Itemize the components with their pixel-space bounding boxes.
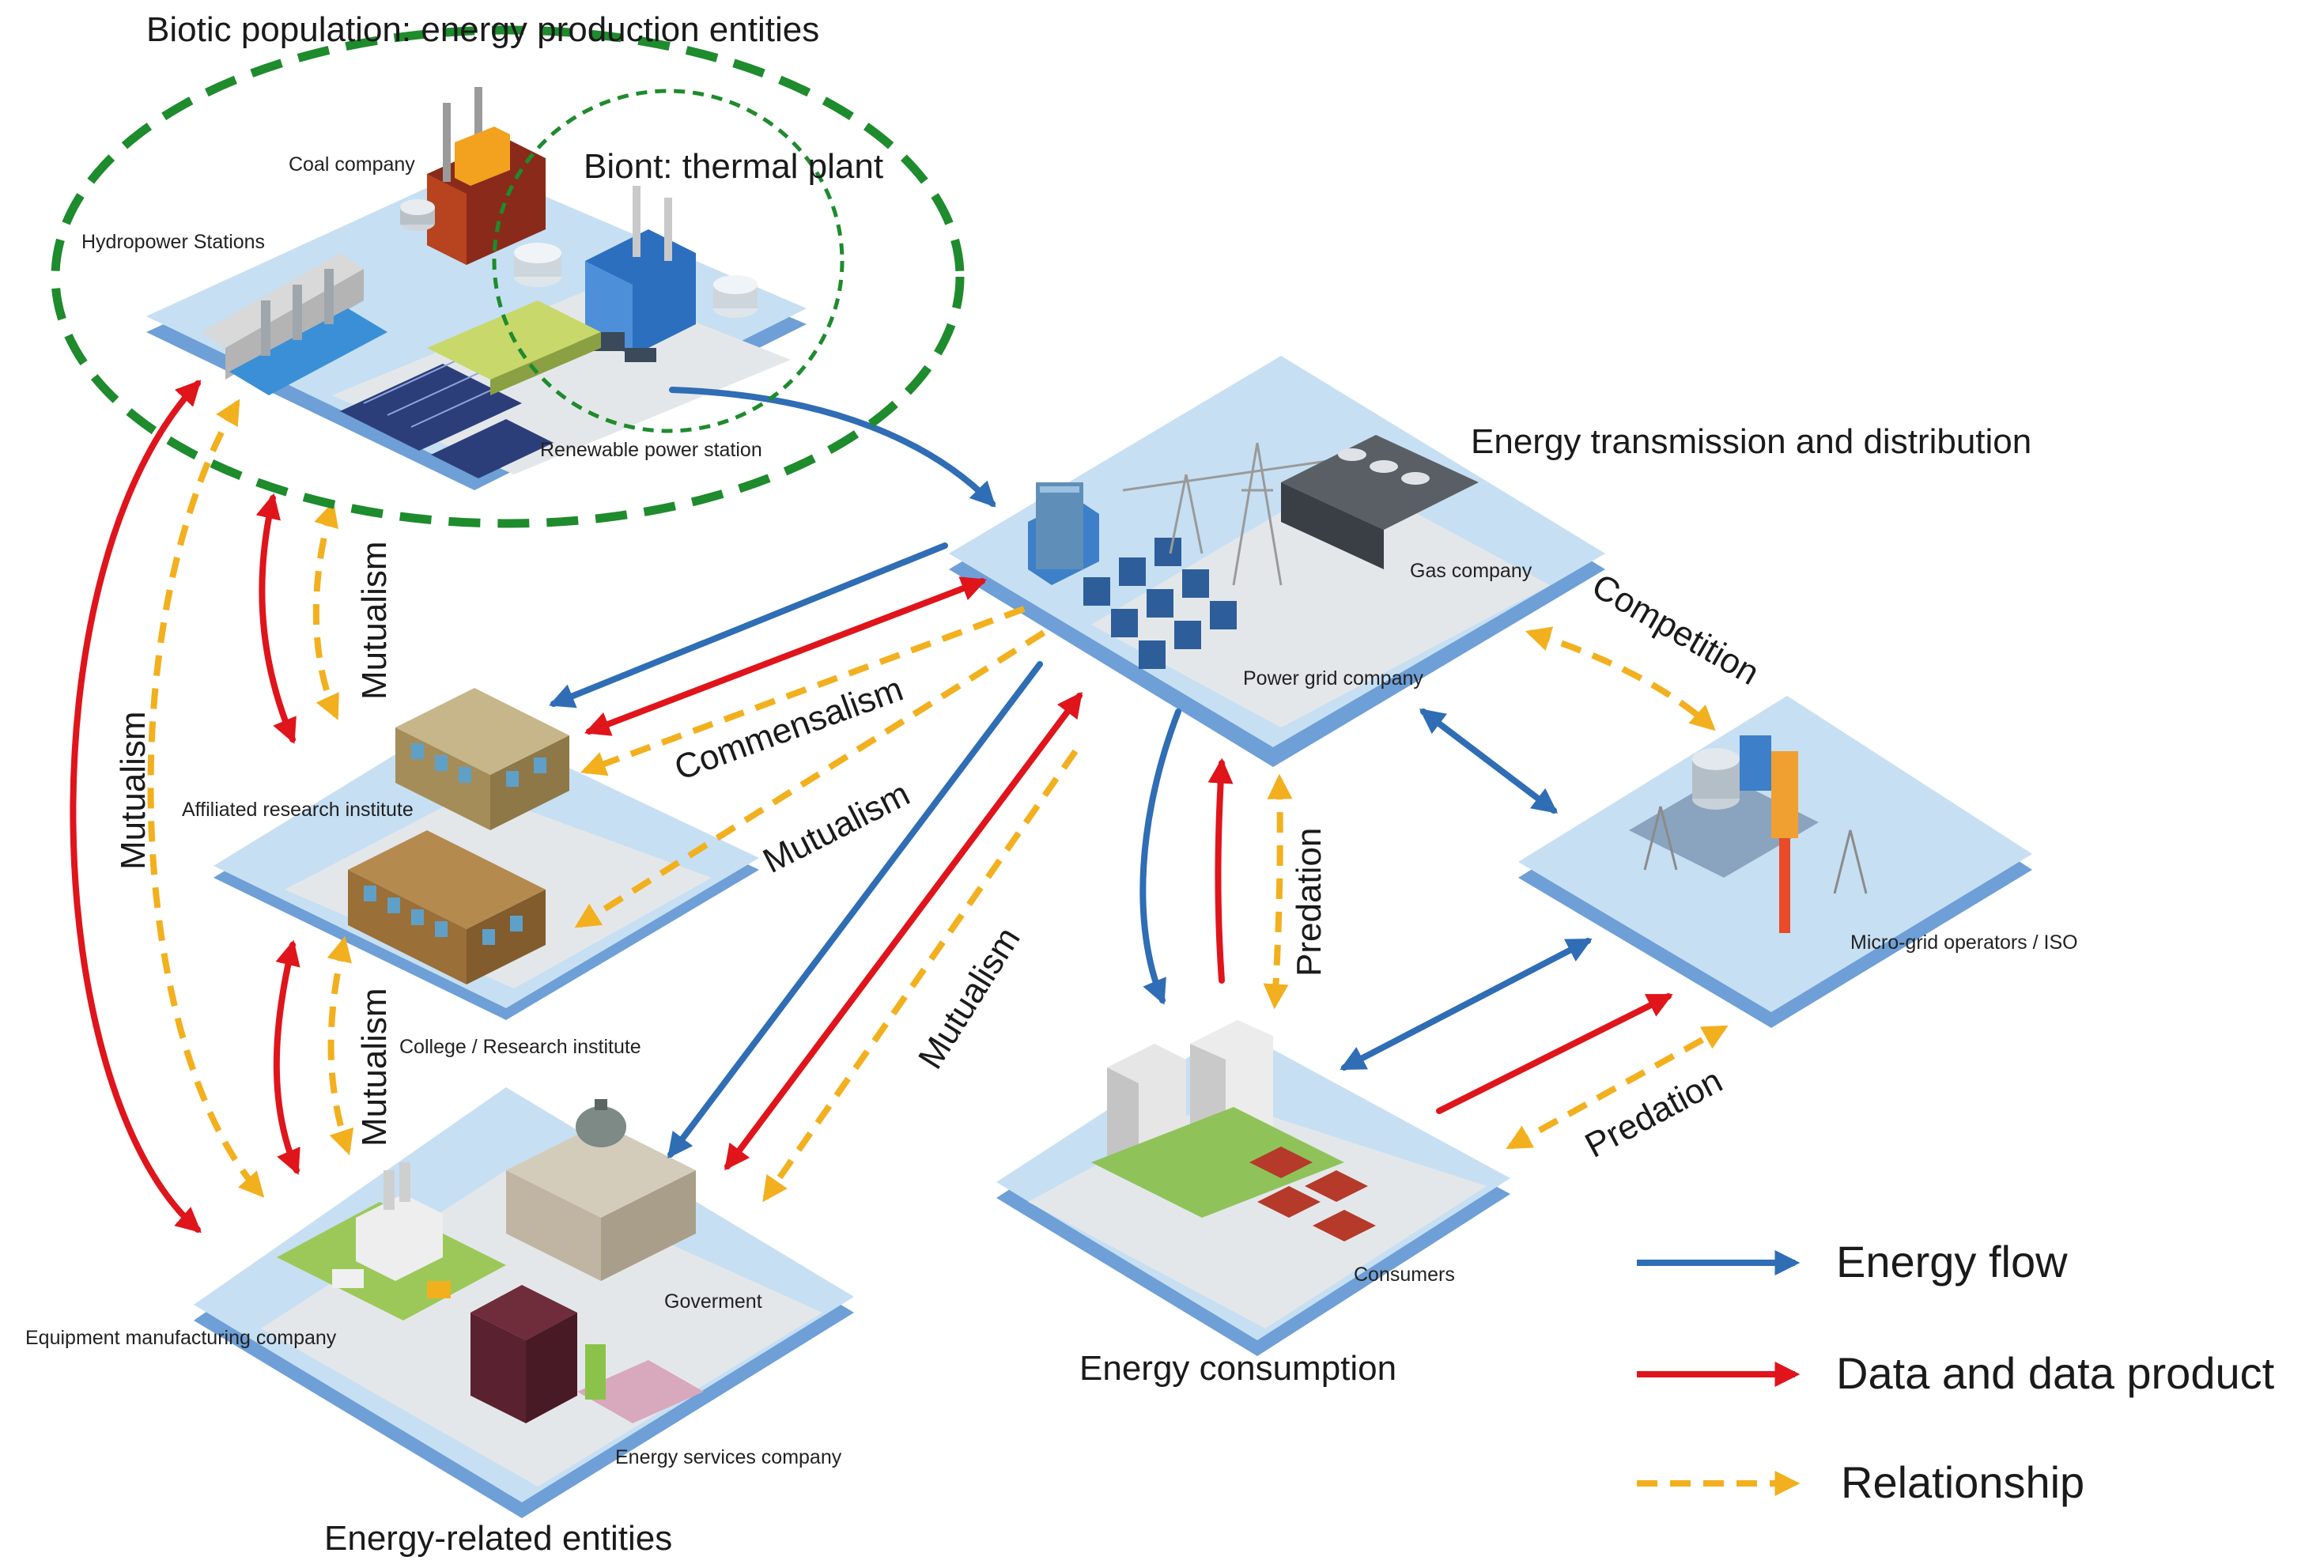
label-energy-services: Energy services company: [615, 1446, 842, 1468]
legend: Energy flow Data and data product Relati…: [1637, 1237, 2275, 1507]
energy-flow-grid-microgrid: [1419, 708, 1559, 814]
label-predation-diagonal: Predation: [1579, 1061, 1729, 1166]
label-mutualism-lower: Mutualism: [355, 988, 394, 1147]
title-biotic-population: Biotic population: energy production ent…: [146, 10, 819, 49]
hydropower-illustration: [202, 253, 387, 395]
label-affiliated-research: Affiliated research institute: [182, 799, 414, 821]
label-renewable: Renewable power station: [540, 439, 762, 461]
government-illustration: [506, 1099, 696, 1281]
coal-company-illustration: [400, 87, 546, 265]
data-research-related: [273, 939, 300, 1175]
biont-boundary: [492, 89, 845, 433]
title-related: Energy-related entities: [324, 1519, 672, 1558]
biotic-population-boundary: [51, 25, 965, 528]
data-related-to-grid: [724, 691, 1083, 1171]
label-coal-company: Coal company: [289, 153, 415, 176]
affiliated-research-illustration: [395, 688, 569, 830]
power-grid-illustration: [1028, 435, 1479, 669]
data-consumers-to-microgrid: [1436, 993, 1673, 1114]
energy-flow-consumers-microgrid: [1340, 938, 1593, 1071]
label-mutualism-left: Mutualism: [114, 712, 153, 871]
label-predation-vertical: Predation: [1290, 828, 1328, 977]
label-microgrid: Micro-grid operators / ISO: [1850, 931, 2078, 954]
legend-energy-flow-label: Energy flow: [1836, 1237, 2068, 1287]
energy-services-illustration: [470, 1285, 704, 1423]
title-consumption: Energy consumption: [1079, 1349, 1396, 1388]
data-production-research: [255, 493, 297, 744]
legend-relationship-label: Relationship: [1841, 1457, 2084, 1507]
college-illustration: [348, 830, 546, 984]
label-competition: Competition: [1585, 566, 1766, 693]
data-research-to-grid: [584, 576, 987, 736]
label-gas-company: Gas company: [1410, 560, 1532, 582]
rel-grid-related: [762, 749, 1079, 1203]
rel-production-research: [312, 501, 339, 720]
legend-data-label: Data and data product: [1836, 1348, 2275, 1398]
rel-grid-consumers: [1263, 773, 1293, 1010]
label-mutualism-related-grid: Mutualism: [911, 920, 1028, 1075]
title-biont: Biont: thermal plant: [584, 147, 883, 186]
label-power-grid: Power grid company: [1243, 667, 1423, 690]
rel-grid-microgrid: [1525, 626, 1716, 731]
rel-consumers-microgrid: [1506, 1025, 1729, 1150]
data-production-related: [70, 380, 202, 1234]
label-hydropower: Hydropower Stations: [81, 231, 265, 253]
microgrid-platform: [1518, 696, 2032, 1028]
label-consumers: Consumers: [1354, 1264, 1455, 1286]
rel-research-related: [327, 935, 354, 1156]
label-equipment: Equipment manufacturing company: [25, 1327, 337, 1349]
consumers-illustration: [1091, 1020, 1376, 1241]
energy-flow-grid-to-consumers: [1139, 708, 1181, 1005]
title-transmission: Energy transmission and distribution: [1471, 422, 2031, 461]
data-consumers-to-grid: [1207, 758, 1234, 984]
label-government: Goverment: [664, 1290, 762, 1313]
energy-flow-production-to-grid: [669, 387, 996, 508]
microgrid-illustration: [1629, 735, 1868, 933]
equipment-illustration: [277, 1162, 506, 1321]
label-college: College / Research institute: [399, 1036, 641, 1058]
rel-production-related: [147, 399, 265, 1198]
label-mutualism-upper: Mutualism: [355, 542, 394, 701]
rel-grid-affiliated: [580, 606, 1026, 776]
rel-grid-college: [574, 629, 1046, 928]
